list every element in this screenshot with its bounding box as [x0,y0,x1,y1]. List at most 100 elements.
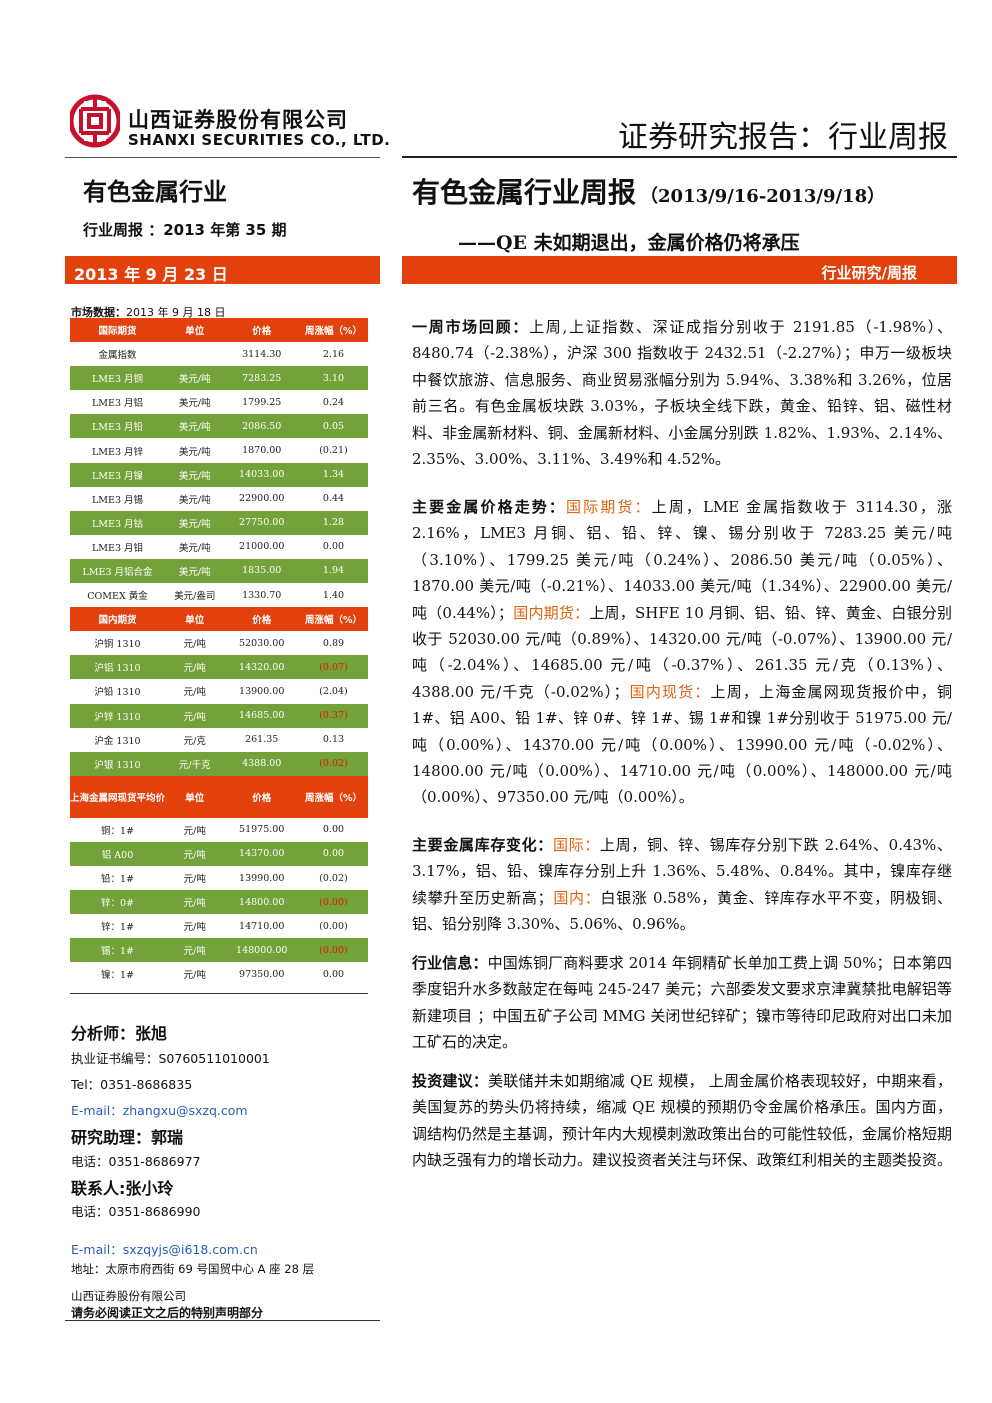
contact-tel: 电话：0351-8686990 [71,1204,201,1219]
table-header-cell: 周涨幅（%） [298,607,368,632]
header-divider-left [65,157,380,158]
table-cell: (0.37) [298,703,368,728]
domestic-futures-text: 上周，SHFE 10 月铜、铝、铅、锌、黄金、白银分别收于 52030.00 元… [412,603,953,701]
table-cell: 14033.00 [224,462,299,487]
table-cell: (2.04) [298,679,368,704]
table-cell: (0.00) [298,938,368,963]
intl-futures-label: 国际期货： [566,498,652,516]
industry-news-label: 行业信息： [412,954,488,972]
table-cell: 锌：0# [70,890,166,915]
market-data-label-bold: 市场数据： [71,306,126,319]
table-cell: 1835.00 [224,558,299,584]
table-cell: 美元/吨 [165,462,225,487]
table-section-header: 上海金属网现货平均价单位价格周涨幅（%） [70,775,368,818]
table-cell: (0.21) [298,438,368,463]
investment-advice-label: 投资建议： [412,1072,489,1090]
header-divider-right [402,156,957,158]
table-cell: 美元/吨 [165,510,225,535]
table-cell: 元/吨 [165,679,225,704]
table-cell [165,342,225,367]
company-name-en: SHANXI SECURITIES CO., LTD. [128,131,391,149]
price-trend-label: 主要金属价格走势： [412,498,567,516]
table-header-cell: 单位 [165,775,225,818]
domestic-spot-label: 国内现货： [628,682,711,701]
table-cell: 0.05 [298,414,368,439]
table-cell: 22900.00 [224,486,299,511]
table-cell: (0.00) [298,914,368,939]
assistant-name: 研究助理：郭瑞 [71,1128,184,1147]
table-cell: 元/吨 [165,938,225,963]
analyst-email[interactable]: E-mail：zhangxu@sxzq.com [71,1103,248,1118]
report-title: 有色金属行业周报（2013/9/16-2013/9/18） [412,171,885,211]
table-cell: 美元/吨 [165,390,225,415]
table-cell: COMEX 黄金 [70,583,166,608]
table-header-cell: 国内期货 [70,607,166,632]
inventory-label: 主要金属库存变化： [412,836,553,854]
report-date-range: （2013/9/16-2013/9/18） [640,186,886,207]
inventory-intl-text: 上周，铜、锌、锡库存分别下跌 2.64%、0.43%、3.17%，铝、铅、镍库存… [412,836,952,907]
table-cell: 261.35 [224,727,299,752]
table-cell: (0.00) [298,890,368,915]
table-cell: 沪铅 1310 [70,679,166,704]
contact-email[interactable]: E-mail：sxzqyjs@i618.com.cn [71,1242,258,1257]
table-bottom-rule [70,993,368,994]
table-cell: 0.00 [298,962,368,987]
table-section-header: 国际期货单位价格周涨幅（%） [70,318,368,343]
table-cell: 元/吨 [165,817,225,842]
inventory-domestic-label: 国内： [552,888,601,907]
table-cell: 元/克 [165,727,225,752]
inventory-domestic-text: 白银涨 0.58%，黄金、锌库存水平不变，阴极铜、铝、铅分别降 3.30%、5.… [412,888,952,934]
table-cell: 0.00 [298,817,368,842]
table-cell: 51975.00 [224,817,299,842]
table-header-cell: 上海金属网现货平均价 [70,775,166,818]
table-cell: 美元/吨 [165,558,225,584]
table-header-cell: 单位 [165,318,225,343]
analyst-tel: Tel：0351-8686835 [71,1077,193,1092]
table-cell: 元/吨 [165,841,225,866]
table-cell: 锌：1# [70,914,166,939]
company-address: 地址：太原市府西街 69 号国贸中心 A 座 28 层 [71,1262,315,1276]
analyst-cert: 执业证书编号：S0760511010001 [71,1051,270,1066]
table-cell: LME3 月铝 [70,390,166,415]
table-cell: 元/吨 [165,703,225,728]
table-cell: 沪金 1310 [70,727,166,752]
table-cell: 2086.50 [224,414,299,439]
market-data-label: 市场数据：2013 年 9 月 18 日 [71,304,225,320]
market-review-label: 一周市场回顾： [412,318,530,336]
report-title-text: 有色金属行业周报 [412,176,637,209]
table-cell: 元/吨 [165,914,225,939]
table-cell: 14710.00 [224,914,299,939]
table-cell: 0.00 [298,534,368,559]
table-cell: 21000.00 [224,534,299,559]
table-cell: 1799.25 [224,390,299,415]
table-cell: 金属指数 [70,342,166,367]
table-cell: 元/千克 [165,751,225,776]
table-cell: LME3 月锡 [70,486,166,511]
industry-news-text: 中国炼铜厂商料要求 2014 年铜精矿长单加工费上调 50%；日本第四季度铝升水… [412,954,952,1052]
table-cell: LME3 月铜 [70,366,166,391]
table-cell: 13990.00 [224,865,299,891]
table-cell: 0.44 [298,486,368,511]
table-cell: 7283.25 [224,366,299,391]
table-cell: 13900.00 [224,679,299,704]
table-cell: LME3 月钴 [70,510,166,535]
intl-futures-text: 上周，LME 金属指数收于 3114.30，涨 2.16%，LME3 月铜、铝、… [412,498,952,622]
table-cell: 铜：1# [70,817,166,842]
table-cell: (0.02) [298,751,368,776]
table-cell: 沪银 1310 [70,751,166,776]
table-cell: 97350.00 [224,962,299,987]
